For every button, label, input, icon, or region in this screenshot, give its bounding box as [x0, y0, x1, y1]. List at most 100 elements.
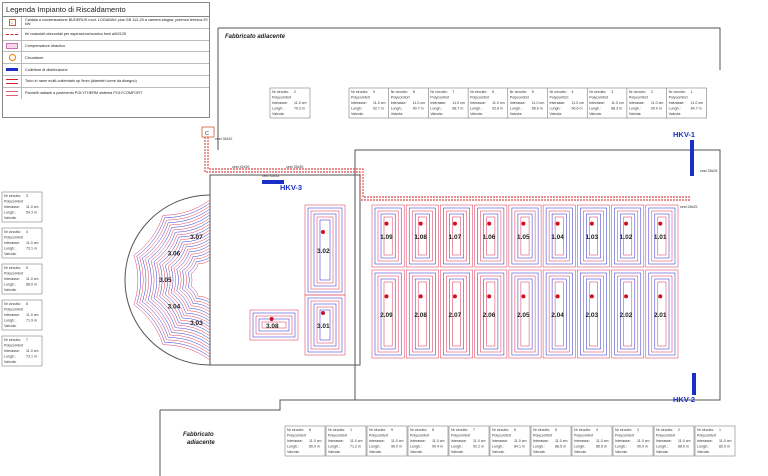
circuit-field-label: Nr circuito: — [351, 90, 368, 94]
pipe-label: cest 35x30 — [286, 165, 303, 169]
circuit-field-value: 2 — [294, 90, 296, 94]
zone-tile — [405, 204, 439, 268]
circuit-field-label: Nr circuito: — [550, 90, 567, 94]
circuit-field-label: Lungh.: — [272, 107, 284, 111]
circuit-field-label: Polycomfort — [669, 96, 688, 100]
circuit-field-label: Lungh.: — [629, 107, 641, 111]
circuit-field-label: Valvola: — [4, 288, 17, 292]
apse-zone — [162, 295, 211, 361]
circuit-field-label: Lungh.: — [4, 247, 16, 251]
circuit-field-label: Lungh.: — [615, 445, 627, 449]
room-label-bottom-2: adiacente — [187, 440, 215, 446]
zone-label: 2.02 — [620, 312, 633, 319]
circuit-field-value: 7 — [26, 338, 28, 342]
circuit-field-label: Polycomfort — [615, 434, 634, 438]
circuit-field-label: Interasse: — [574, 439, 590, 443]
circuit-field-label: Polycomfort — [656, 434, 675, 438]
circuit-field-label: Lungh.: — [287, 445, 299, 449]
legend-text: Caldaia a condensazione BUDERUS mod. LOG… — [25, 18, 208, 27]
circuit-field-value: 2 — [678, 428, 680, 432]
circuit-field-label: Polycomfort — [328, 434, 347, 438]
circuit-field-label: Lungh.: — [4, 355, 16, 359]
circuit-field-label: Polycomfort — [4, 344, 23, 348]
zone-label: 2.04 — [551, 312, 564, 319]
circuit-field-value: 88.0 m — [678, 445, 689, 449]
circuit-field-value: 11.0 cm — [391, 439, 404, 443]
circuit-field-label: Valvola: — [656, 450, 669, 454]
circuit-field-label: Polycomfort — [430, 96, 449, 100]
manifold-label-hkv3: HKV-3 — [280, 183, 302, 192]
circuit-field-label: Nr circuito: — [492, 428, 509, 432]
zone-tile — [474, 204, 508, 268]
pipe-label: cest 35x32 — [215, 137, 232, 141]
circuit-field-label: Valvola: — [4, 252, 17, 256]
circuit-field-label: Valvola: — [351, 112, 364, 116]
circulator-marker — [321, 230, 325, 234]
circuit-field-label: Lungh.: — [574, 445, 586, 449]
circuit-field-value: 11.0 cm — [452, 101, 465, 105]
distribution-manifold-icon — [6, 68, 18, 72]
circuit-field-label: Nr circuito: — [615, 428, 632, 432]
pipe-label: cest 28x25 — [700, 169, 717, 173]
circuit-field-label: Valvola: — [287, 450, 300, 454]
circuit-field-label: Interasse: — [369, 439, 385, 443]
circuit-field-value: 5 — [532, 90, 534, 94]
circulator-marker — [589, 221, 594, 226]
apse-zone — [133, 215, 199, 275]
circuit-field-label: Valvola: — [451, 450, 464, 454]
circuit-field-label: Interasse: — [533, 439, 549, 443]
circuit-field-label: Valvola: — [4, 360, 17, 364]
zone-label: 1.03 — [585, 234, 598, 241]
zone-label: 2.01 — [654, 312, 667, 319]
circuit-field-label: Nr circuito: — [430, 90, 447, 94]
circuit-field-label: Nr circuito: — [510, 90, 527, 94]
circuit-field-label: Interasse: — [656, 439, 672, 443]
circuit-field-value: 11.0 cm — [572, 101, 585, 105]
zone-label: 1.09 — [380, 234, 393, 241]
apse-zone — [133, 285, 199, 345]
room-label-top: Fabbricato adiacente — [225, 34, 286, 40]
circuit-field-value: 11.0 cm — [26, 313, 39, 317]
apse-zone — [133, 255, 193, 305]
manifold-hkv1 — [690, 140, 694, 176]
circuit-field-label: Lungh.: — [4, 211, 16, 215]
circuit-field-label: Lungh.: — [391, 107, 403, 111]
circuit-field-label: Valvola: — [4, 324, 17, 328]
manifold-label-hkv1: HKV-1 — [673, 130, 695, 139]
circuit-field-value: 86.5 m — [596, 445, 607, 449]
circuit-field-label: Nr circuito: — [669, 90, 686, 94]
circuit-field-label: Lungh.: — [351, 107, 363, 111]
circulator-icon — [8, 54, 16, 62]
circuit-field-value: 11.0 cm — [413, 101, 426, 105]
legend-text: Collettore di distribuzione — [25, 67, 68, 72]
zone-label: 3.02 — [317, 248, 330, 255]
circuit-field-label: Valvola: — [669, 112, 682, 116]
circuit-field-label: Nr circuito: — [4, 230, 21, 234]
circuit-field-label: Polycomfort — [4, 308, 23, 312]
circuit-field-label: Nr circuito: — [656, 428, 673, 432]
circuit-field-label: Polycomfort — [697, 434, 716, 438]
zone-label: 2.06 — [483, 312, 496, 319]
circulator-marker — [487, 221, 492, 226]
circuit-field-label: Polycomfort — [451, 434, 470, 438]
zone-label: 3.03 — [190, 320, 203, 327]
manifold-hkv3 — [262, 180, 284, 184]
circuit-field-value: 71.2 m — [350, 445, 361, 449]
circuit-field-value: 71.9 m — [26, 319, 37, 323]
circuit-field-label: Lungh.: — [550, 107, 562, 111]
circuit-field-value: 73.1 m — [26, 355, 37, 359]
circuit-field-value: 92.7 m — [373, 107, 384, 111]
circuit-field-label: Polycomfort — [492, 434, 511, 438]
legend-text: Pannelli radianti a pavimento POLYTHERM … — [25, 91, 143, 96]
copper-tube-icon — [6, 78, 18, 84]
circuit-field-value: 1 — [350, 428, 352, 432]
circulator-marker — [452, 294, 457, 299]
circuit-field-label: Interasse: — [550, 101, 566, 105]
circuit-field-label: Nr circuito: — [4, 194, 21, 198]
